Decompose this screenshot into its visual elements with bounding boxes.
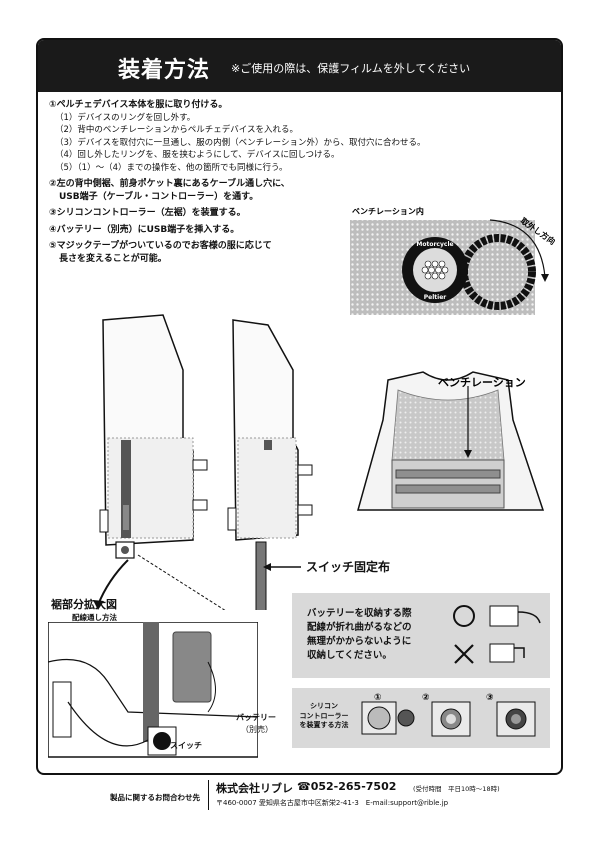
step-1-2: （2）背中のベンチレーションからペルチェデバイスを入れる。	[55, 125, 298, 135]
hem-title: 裾部分拡大図	[51, 598, 117, 611]
header-bar: 装着方法 ※ご使用の際は、保護フィルムを外してください	[38, 40, 561, 92]
step-5a: ⑤マジックテープがついているのでお客様の服に応じて	[49, 241, 272, 251]
silicone-steps-diagram: ① ② ③	[361, 693, 536, 737]
battery-pocket	[172, 631, 212, 703]
hem-subtitle: 配線通し方法	[72, 613, 117, 622]
step-5b: 長さを変えることが可能。	[59, 253, 167, 264]
silicone-controller-panel: シリコン コントローラー を装置する方法 ① ② ③	[292, 688, 550, 748]
footer: 製品に関するお問合わせ先 株式会社リブレ ☎052-265-7502 (受付時間…	[0, 778, 595, 818]
business-hours: (受付時間 平日10時～18時)	[413, 785, 500, 793]
device-ring	[460, 234, 536, 310]
hem-closeup	[48, 622, 258, 758]
ventilation-inside-label: ベンチレーション内	[352, 206, 424, 216]
battery-notice-text: バッテリーを収納する際 配線が折れ曲がるなどの 無理がかからないように 収納して…	[307, 608, 412, 661]
step-list: ①ペルチェデバイス本体を服に取り付ける。 （1）デバイスのリングを回し外す。 （…	[49, 99, 489, 265]
company-name: 株式会社リブレ	[216, 782, 293, 795]
hem-battery-label: バッテリー	[236, 713, 276, 722]
svg-text:①: ①	[374, 693, 382, 703]
step-1: ①ペルチェデバイス本体を服に取り付ける。	[49, 100, 228, 110]
hem-switch-label: スイッチ	[170, 741, 202, 750]
step-2a: ②左の背中側裾、前身ポケット裏にあるケーブル通し穴に、	[49, 179, 290, 189]
company-address: 〒460-0007 愛知県名古屋市中区新栄2-41-3 E-mail:suppo…	[216, 799, 449, 807]
switch-cloth-label: スイッチ固定布	[306, 560, 391, 574]
switch-cloth	[255, 541, 267, 610]
ok-icon	[453, 605, 475, 627]
instruction-frame: 装着方法 ※ご使用の際は、保護フィルムを外してください ①ペルチェデバイス本体を…	[36, 38, 563, 775]
ng-icon	[454, 644, 474, 664]
vest-side-views	[93, 314, 313, 610]
correct-usage-diagram	[453, 605, 541, 664]
svg-text:②: ②	[422, 693, 430, 703]
step-1-4: （4）回し外したリングを、服を挟むようにして、デバイスに回しつける。	[55, 150, 340, 160]
hem-battery-note: （別売）	[241, 725, 273, 734]
step-1-5: （5）（1）～（4）までの操作を、他の箇所でも同様に行う。	[55, 162, 288, 173]
inquiry-label: 製品に関するお問合わせ先	[110, 793, 200, 802]
step-1-3: （3）デバイスを取付穴に一旦通し、服の内側（ベンチレーション外）から、取付穴に合…	[55, 137, 426, 148]
phone-number[interactable]: ☎052-265-7502	[297, 780, 397, 793]
svg-text:③: ③	[486, 693, 494, 703]
switch-cloth-pointer	[263, 563, 301, 571]
battery-notice-panel: バッテリーを収納する際 配線が折れ曲がるなどの 無理がかからないように 収納して…	[292, 593, 550, 678]
direction-arrow	[489, 219, 546, 278]
page-subtitle: ※ご使用の際は、保護フィルムを外してください	[231, 62, 471, 75]
reflector-stripe-1	[395, 469, 501, 479]
reflector-stripe-2	[395, 484, 501, 494]
device-badge-bottom: Peltier	[424, 294, 447, 301]
page-title: 装着方法	[118, 58, 211, 83]
ventilation-label: ベンチレーション	[438, 376, 526, 389]
step-4: ④バッテリー（別売）にUSB端子を挿入する。	[49, 224, 240, 235]
step-1-1: （1）デバイスのリングを回し外す。	[55, 112, 196, 123]
device-badge-top: Motorcycle	[416, 241, 453, 248]
silicone-method-label: シリコン コントローラー を装置する方法	[299, 702, 349, 729]
step-2b: USB端子（ケーブル・コントローラー）を通す。	[59, 191, 259, 202]
device-illustration: Motorcycle Peltier 取外し方向 ベンチレーション内	[350, 206, 555, 315]
step-3: ③シリコンコントローラー（左裾）を装置する。	[49, 208, 246, 218]
vest-illustration: ベンチレーション	[357, 371, 545, 511]
